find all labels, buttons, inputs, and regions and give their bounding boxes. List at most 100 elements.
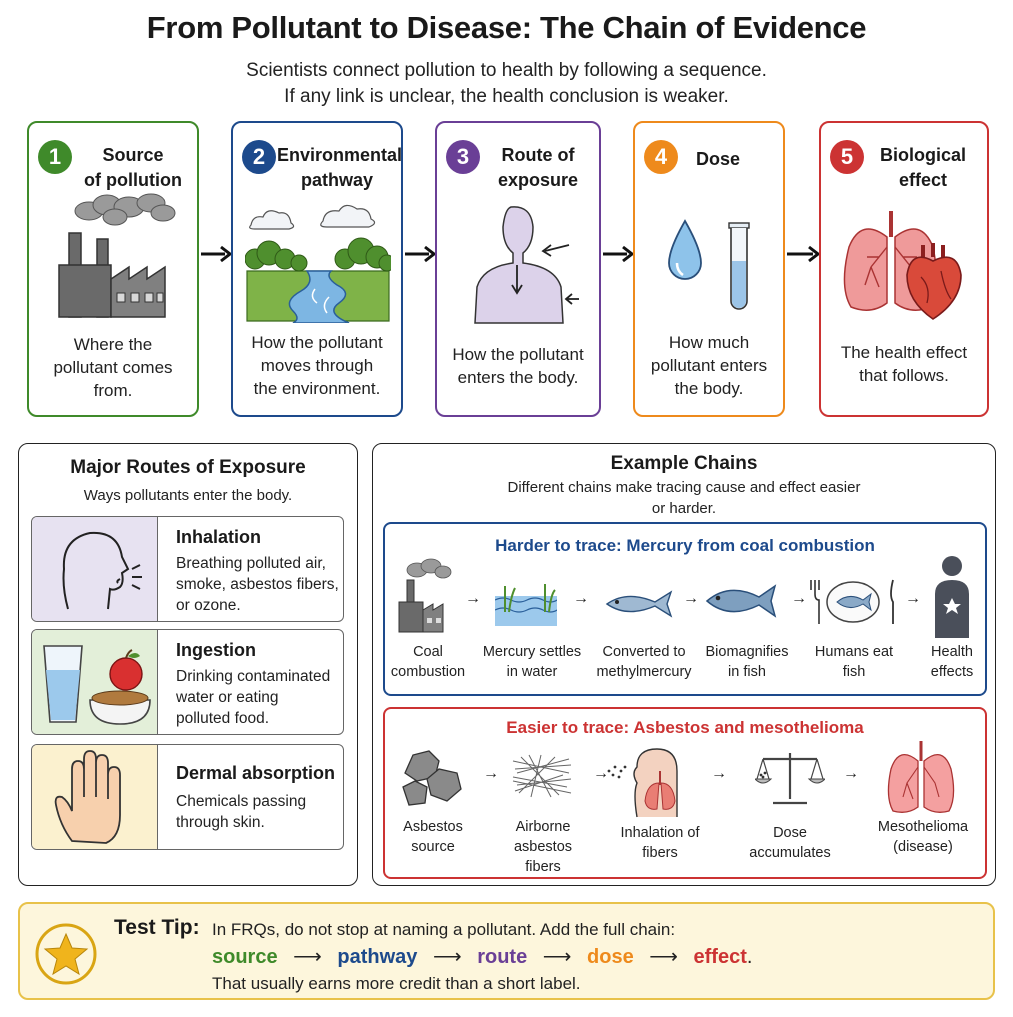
- chain-arrow: →: [791, 590, 807, 607]
- river-landscape-icon: [245, 204, 391, 323]
- step-title: Biological effect: [867, 143, 979, 193]
- asbestos-chain-box: Easier to trace: Asbestos and mesothelio…: [383, 707, 987, 879]
- chain-word-source: source: [212, 946, 278, 968]
- test-tip-label: Test Tip:: [114, 916, 200, 939]
- routes-panel-title: Major Routes of Exposure: [70, 457, 306, 478]
- chain-word-arrow: ⟶: [542, 946, 572, 968]
- label-line: fibers: [642, 845, 678, 861]
- chain-word-dose: dose: [587, 946, 634, 968]
- route-desc-line: or ozone.: [176, 597, 241, 614]
- step-number: 3: [446, 140, 480, 174]
- apple-icon: [109, 657, 143, 691]
- step-desc-line: the environment.: [253, 379, 381, 398]
- inhalation-fibers-icon: [607, 748, 678, 818]
- route-desc-line: smoke, asbestos fibers,: [176, 576, 339, 593]
- step-desc-line: pollutant enters: [650, 356, 768, 375]
- test-tip-box: Test Tip: In FRQs, do not stop at naming…: [18, 902, 995, 1000]
- step-number: 2: [242, 140, 276, 174]
- fibers-icon: [512, 754, 572, 798]
- chain-word-arrow: ⟶: [293, 946, 322, 968]
- asbestos-chain-heading: Easier to trace: Asbestos and mesothelio…: [506, 718, 864, 737]
- label-line: combustion: [390, 664, 466, 680]
- person-icon: [935, 556, 969, 638]
- step-description: How much pollutant enters the body.: [639, 331, 779, 400]
- fish-icon: [605, 590, 673, 618]
- label-line: Airborne: [515, 819, 571, 835]
- route-desc-line: water or eating: [176, 689, 279, 706]
- flow-arrow-icon: [787, 245, 820, 263]
- step-title: Source of pollution: [75, 143, 191, 193]
- step-card-effect: 5 Biological effect The health effect th…: [819, 121, 989, 417]
- route-desc-line: polluted food.: [176, 710, 270, 727]
- step-desc-line: Where the: [73, 335, 153, 354]
- chains-panel-title: Example Chains: [610, 453, 758, 474]
- step-desc-line: How the pollutant: [452, 345, 584, 364]
- subtitle-line-2: If any link is unclear, the health concl…: [284, 86, 729, 107]
- flow-arrow-icon: [201, 245, 232, 263]
- route-card-dermal: Dermal absorption Chemicals passing thro…: [31, 744, 344, 850]
- chain-arrow: →: [683, 590, 699, 607]
- step-title-line: pathway: [300, 170, 374, 190]
- test-tip-chain: source ⟶ pathway ⟶ route ⟶ dose ⟶ effect…: [212, 944, 752, 969]
- step-title-line: Biological: [879, 145, 966, 165]
- water-settling-icon: [495, 584, 557, 626]
- factory-icon: [398, 558, 452, 633]
- label-line: effects: [930, 664, 974, 680]
- step-desc-line: How much: [668, 333, 750, 352]
- factory-icon: [58, 193, 176, 318]
- label-line: Biomagnifies: [705, 644, 789, 660]
- chains-panel: Example Chains Different chains make tra…: [372, 443, 996, 886]
- chain-step-label: Mesothelioma(disease): [863, 817, 983, 857]
- chain-arrow: →: [843, 765, 859, 782]
- label-line: accumulates: [749, 845, 831, 861]
- routes-panel-subtitle: Ways pollutants enter the body.: [83, 487, 293, 504]
- chain-word-arrow: ⟶: [432, 946, 462, 968]
- hand-icon: [54, 750, 121, 844]
- test-tube-icon: [728, 222, 750, 310]
- step-number: 5: [830, 140, 864, 174]
- step-title-line: exposure: [497, 170, 579, 190]
- label-line: Dose: [773, 825, 807, 841]
- plate-icon: [810, 579, 894, 624]
- label-line: methylmercury: [596, 664, 692, 680]
- label-line: Mercury settles: [482, 644, 582, 660]
- route-description: Drinking contaminated water or eating po…: [176, 666, 343, 729]
- label-line: in fish: [728, 664, 766, 680]
- chain-step-label: Biomagnifies in fish: [695, 642, 799, 682]
- step-desc-line: that follows.: [859, 366, 949, 385]
- chain-arrow: →: [465, 590, 481, 607]
- step-card-dose: 4 Dose How much pollutant enters the bod…: [633, 121, 785, 417]
- chain-word-pathway: pathway: [337, 946, 418, 968]
- route-description: Breathing polluted air, smoke, asbestos …: [176, 553, 343, 616]
- water-drop-icon: [668, 219, 702, 280]
- route-desc-line: Breathing polluted air,: [176, 555, 326, 572]
- step-desc-line: pollutant comes: [53, 358, 173, 377]
- route-image: [32, 630, 158, 734]
- route-card-inhalation: Inhalation Breathing polluted air, smoke…: [31, 516, 344, 622]
- body-outline-icon: [474, 206, 579, 324]
- label-line: in water: [506, 664, 558, 680]
- step-description: How the pollutant enters the body.: [441, 343, 595, 389]
- step-title-line: of pollution: [84, 170, 182, 190]
- chains-panel-subtitle: Different chains make tracing cause and …: [373, 477, 995, 519]
- chain-word-effect: effect: [693, 946, 747, 968]
- chain-arrow: →: [483, 765, 499, 782]
- flow-arrow-icon: [405, 245, 436, 263]
- label-line: Converted to: [602, 644, 686, 660]
- route-name: Dermal absorption: [176, 763, 336, 783]
- chain-step-label: Health effects: [915, 642, 989, 682]
- step-number: 1: [38, 140, 72, 174]
- label-line: Health: [931, 644, 973, 660]
- step-desc-line: enters the body.: [457, 368, 579, 387]
- step-title-line: Route of: [501, 145, 575, 165]
- step-number: 4: [644, 140, 678, 174]
- step-desc-line: How the pollutant: [251, 333, 383, 352]
- step-description: How the pollutant moves through the envi…: [237, 331, 397, 400]
- label-line: Asbestos: [403, 819, 463, 835]
- step-description: The health effect that follows.: [825, 341, 983, 387]
- star-icon: [35, 923, 97, 985]
- heart-icon: [906, 243, 962, 320]
- chain-arrow: →: [573, 590, 589, 607]
